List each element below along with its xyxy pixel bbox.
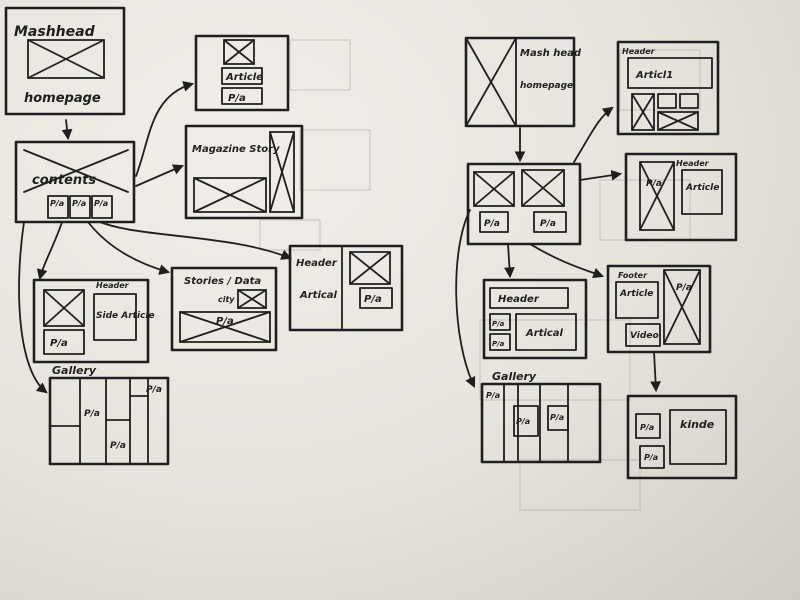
right-flow-arrows xyxy=(455,106,661,393)
left-header-article-header: Header xyxy=(296,258,338,269)
left-contents-pa-1: P/a xyxy=(50,199,64,208)
right-header-article2-pa: P/a xyxy=(646,179,662,189)
left-homepage-title: Mashhead xyxy=(14,24,96,40)
left-flow-arrows xyxy=(18,81,293,394)
right-gallery-pa-2: P/a xyxy=(516,417,530,426)
left-contents-label: contents xyxy=(32,173,96,188)
right-gallery-pa-3: P/a xyxy=(550,413,564,422)
left-gallery-pa-3: P/a xyxy=(146,385,162,395)
left-stories-data-pa: P/a xyxy=(216,316,234,327)
left-stories-data-sketch: Stories / Data city P/a xyxy=(170,266,278,352)
left-header-article-article: Artical xyxy=(299,290,338,301)
right-header-article2-sketch: Header P/a Article xyxy=(624,152,738,242)
left-top-card-sketch: Article P/a xyxy=(194,34,290,112)
right-header-pa-article: Artical xyxy=(525,328,564,339)
right-header-article-sketch: Header Articl1 xyxy=(616,40,720,136)
left-side-article-pa: P/a xyxy=(50,338,68,349)
left-homepage-sketch: Mashhead homepage xyxy=(4,6,126,116)
left-gallery-pa-2: P/a xyxy=(110,441,126,451)
right-header-article-article: Articl1 xyxy=(635,70,673,81)
left-contents-sketch: contents P/a P/a P/a xyxy=(14,140,136,224)
right-header-pa-pa-2: P/a xyxy=(492,340,505,348)
left-magazine-story-sketch: Magazine Story xyxy=(184,124,304,220)
right-header-pa-sketch: Header P/a P/a Artical xyxy=(482,278,588,360)
left-side-article-body: Side Article xyxy=(96,311,155,321)
right-contents-sketch: P/a P/a xyxy=(466,162,582,246)
left-gallery-sketch: Gallery P/a P/a P/a xyxy=(48,364,170,466)
right-homepage-sketch: Mash head homepage xyxy=(464,36,582,128)
left-stories-data-sub: city xyxy=(218,295,235,304)
right-gallery-pa-1: P/a xyxy=(486,391,500,400)
left-homepage-subtitle: homepage xyxy=(24,91,101,106)
right-header-pa-header: Header xyxy=(498,294,540,305)
left-contents-pa-2: P/a xyxy=(72,199,86,208)
left-side-article-header: Header xyxy=(96,281,130,290)
left-header-article-pa: P/a xyxy=(364,294,382,305)
right-header-pa-pa-1: P/a xyxy=(492,320,505,328)
right-footer-video-pa: P/a xyxy=(676,283,692,293)
left-top-card-pa: P/a xyxy=(228,93,246,104)
left-gallery-pa-1: P/a xyxy=(84,409,100,419)
right-header-article-header: Header xyxy=(622,47,656,56)
left-top-card-article: Article xyxy=(225,72,263,83)
right-gallery-title: Gallery xyxy=(492,370,537,383)
right-kinde-pa-2: P/a xyxy=(644,453,658,462)
left-contents-pa-3: P/a xyxy=(94,199,108,208)
left-header-article-sketch: Header Artical P/a xyxy=(288,244,404,332)
left-gallery-title: Gallery xyxy=(52,364,97,377)
right-kinde-pa-1: P/a xyxy=(640,423,654,432)
left-side-article-sketch: P/a Header Side Article xyxy=(32,278,155,364)
right-homepage-title: Mash head xyxy=(520,48,582,59)
right-header-article2-article: Article xyxy=(685,183,719,193)
right-kinde-sketch: P/a P/a kinde xyxy=(626,394,738,480)
ghost-sketches xyxy=(259,39,701,511)
right-contents-pa-1: P/a xyxy=(484,219,500,229)
left-magazine-story-label: Magazine Story xyxy=(192,144,280,155)
right-contents-pa-2: P/a xyxy=(540,219,556,229)
right-footer-video-video: Video xyxy=(630,331,659,341)
right-homepage-subtitle: homepage xyxy=(520,81,573,91)
right-gallery-sketch: Gallery P/a P/a P/a xyxy=(480,370,602,464)
right-footer-video-article: Article xyxy=(619,289,653,299)
right-kinde-label: kinde xyxy=(680,418,715,431)
right-footer-video-sketch: Footer Article P/a Video xyxy=(606,264,712,354)
right-header-article2-header: Header xyxy=(676,159,710,168)
left-stories-data-title: Stories / Data xyxy=(184,276,261,287)
right-footer-video-header: Footer xyxy=(618,271,648,280)
